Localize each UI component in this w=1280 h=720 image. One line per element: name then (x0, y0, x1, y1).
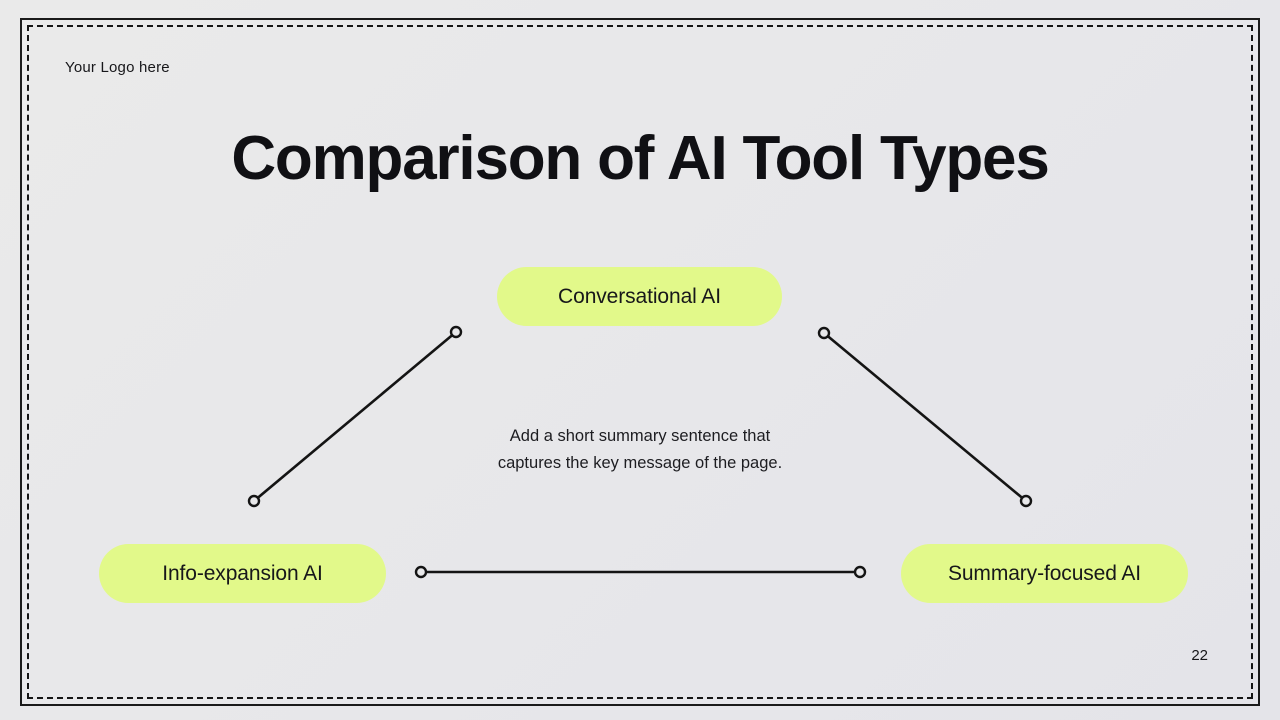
inner-dashed-border (27, 25, 1253, 699)
logo-placeholder: Your Logo here (65, 59, 170, 76)
summary-text: Add a short summary sentence that captur… (430, 423, 850, 476)
node-summary-focused-ai-label: Summary-focused AI (947, 561, 1142, 585)
node-conversational-ai[interactable]: Conversational AI (497, 267, 782, 326)
node-info-expansion-ai[interactable]: Info-expansion AI (99, 544, 386, 603)
node-summary-focused-ai[interactable]: Summary-focused AI (901, 544, 1188, 603)
summary-line-2: captures the key message of the page. (497, 453, 783, 472)
page-title: Comparison of AI Tool Types (231, 124, 1049, 193)
outer-border (20, 18, 1260, 706)
summary-line-1: Add a short summary sentence that (509, 427, 771, 445)
node-info-expansion-ai-label: Info-expansion AI (162, 561, 323, 585)
page-number: 22 (1191, 647, 1208, 664)
node-conversational-ai-label: Conversational AI (558, 284, 721, 308)
